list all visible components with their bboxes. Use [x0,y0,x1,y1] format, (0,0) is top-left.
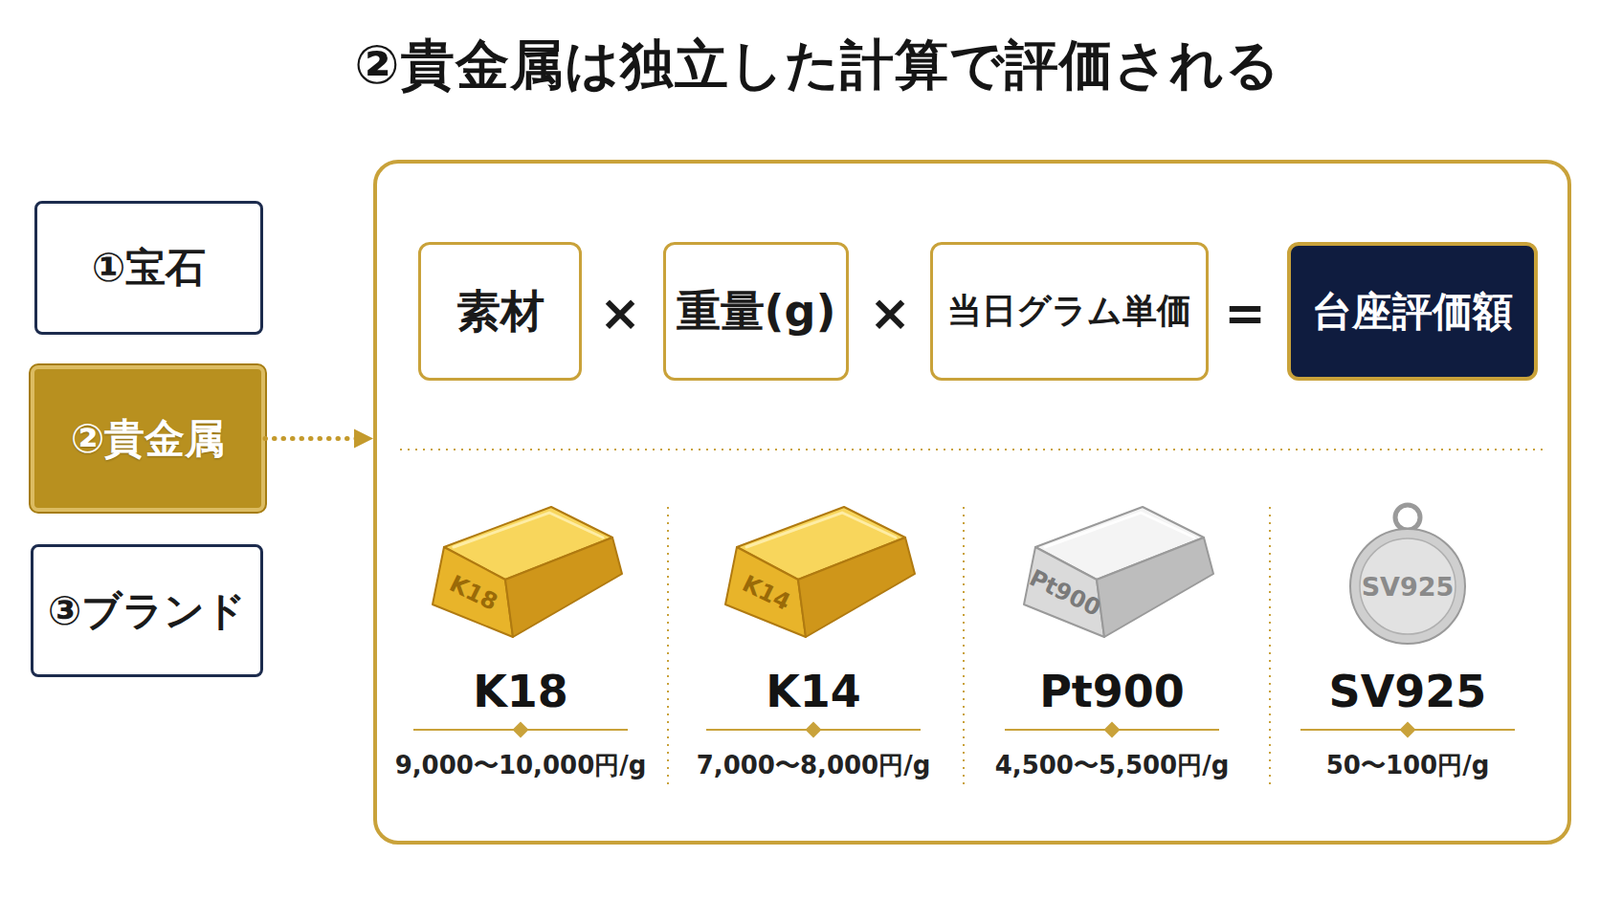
formula-term: 重量(g) [663,242,849,381]
formula-panel: 素材 重量(g) 当日グラム単価 台座評価額 [373,159,1572,845]
metal-name: K14 [765,666,862,718]
operator-sign: = [1223,284,1267,342]
node-label: 当日グラム単価 [947,288,1192,335]
price-divider [1004,722,1220,739]
dotted-divider [400,448,1546,451]
node-label: ②貴金属 [70,412,226,467]
category-box: ③ブランド [30,544,264,678]
operator-sign: × [599,284,642,342]
medallion-ring [1395,505,1421,531]
category-box: ①宝石 [34,200,264,335]
column-separator [1268,507,1271,786]
formula-term: 素材 [418,242,582,381]
column-separator [962,507,965,786]
price-divider [706,722,921,739]
platinum-bar [1023,507,1214,638]
price-divider [413,722,628,739]
metal-name: Pt900 [1039,666,1185,718]
dotted-arrow [265,436,374,442]
gold-bar [725,507,915,638]
price-per-gram: 4,500〜5,500円/g [995,749,1230,783]
medallion-rim [1350,529,1466,645]
formula-term: 当日グラム単価 [930,242,1209,381]
node-label: 素材 [456,282,545,342]
node-label: 台座評価額 [1311,285,1513,339]
column-separator [666,507,669,786]
operator-sign: × [868,284,912,342]
metal-name: SV925 [1329,666,1488,718]
medallion-face [1359,538,1456,635]
node-label: 重量(g) [676,282,837,342]
medallion-engraving: SV925 [1361,572,1455,602]
silver-medallion [1350,505,1466,645]
result-box: 台座評価額 [1287,242,1538,381]
node-label: ①宝石 [91,241,207,295]
diagram-title: ②貴金属は独立した計算で評価される [354,29,1280,103]
gold-bar [432,507,623,638]
price-per-gram: 9,000〜10,000円/g [395,749,647,783]
metal-name: K18 [472,666,569,718]
node-label: ③ブランド [47,584,247,639]
price-per-gram: 7,000〜8,000円/g [696,749,932,783]
price-divider [1300,722,1515,739]
price-per-gram: 50〜100円/g [1326,749,1490,783]
category-box-active: ②貴金属 [30,365,266,512]
